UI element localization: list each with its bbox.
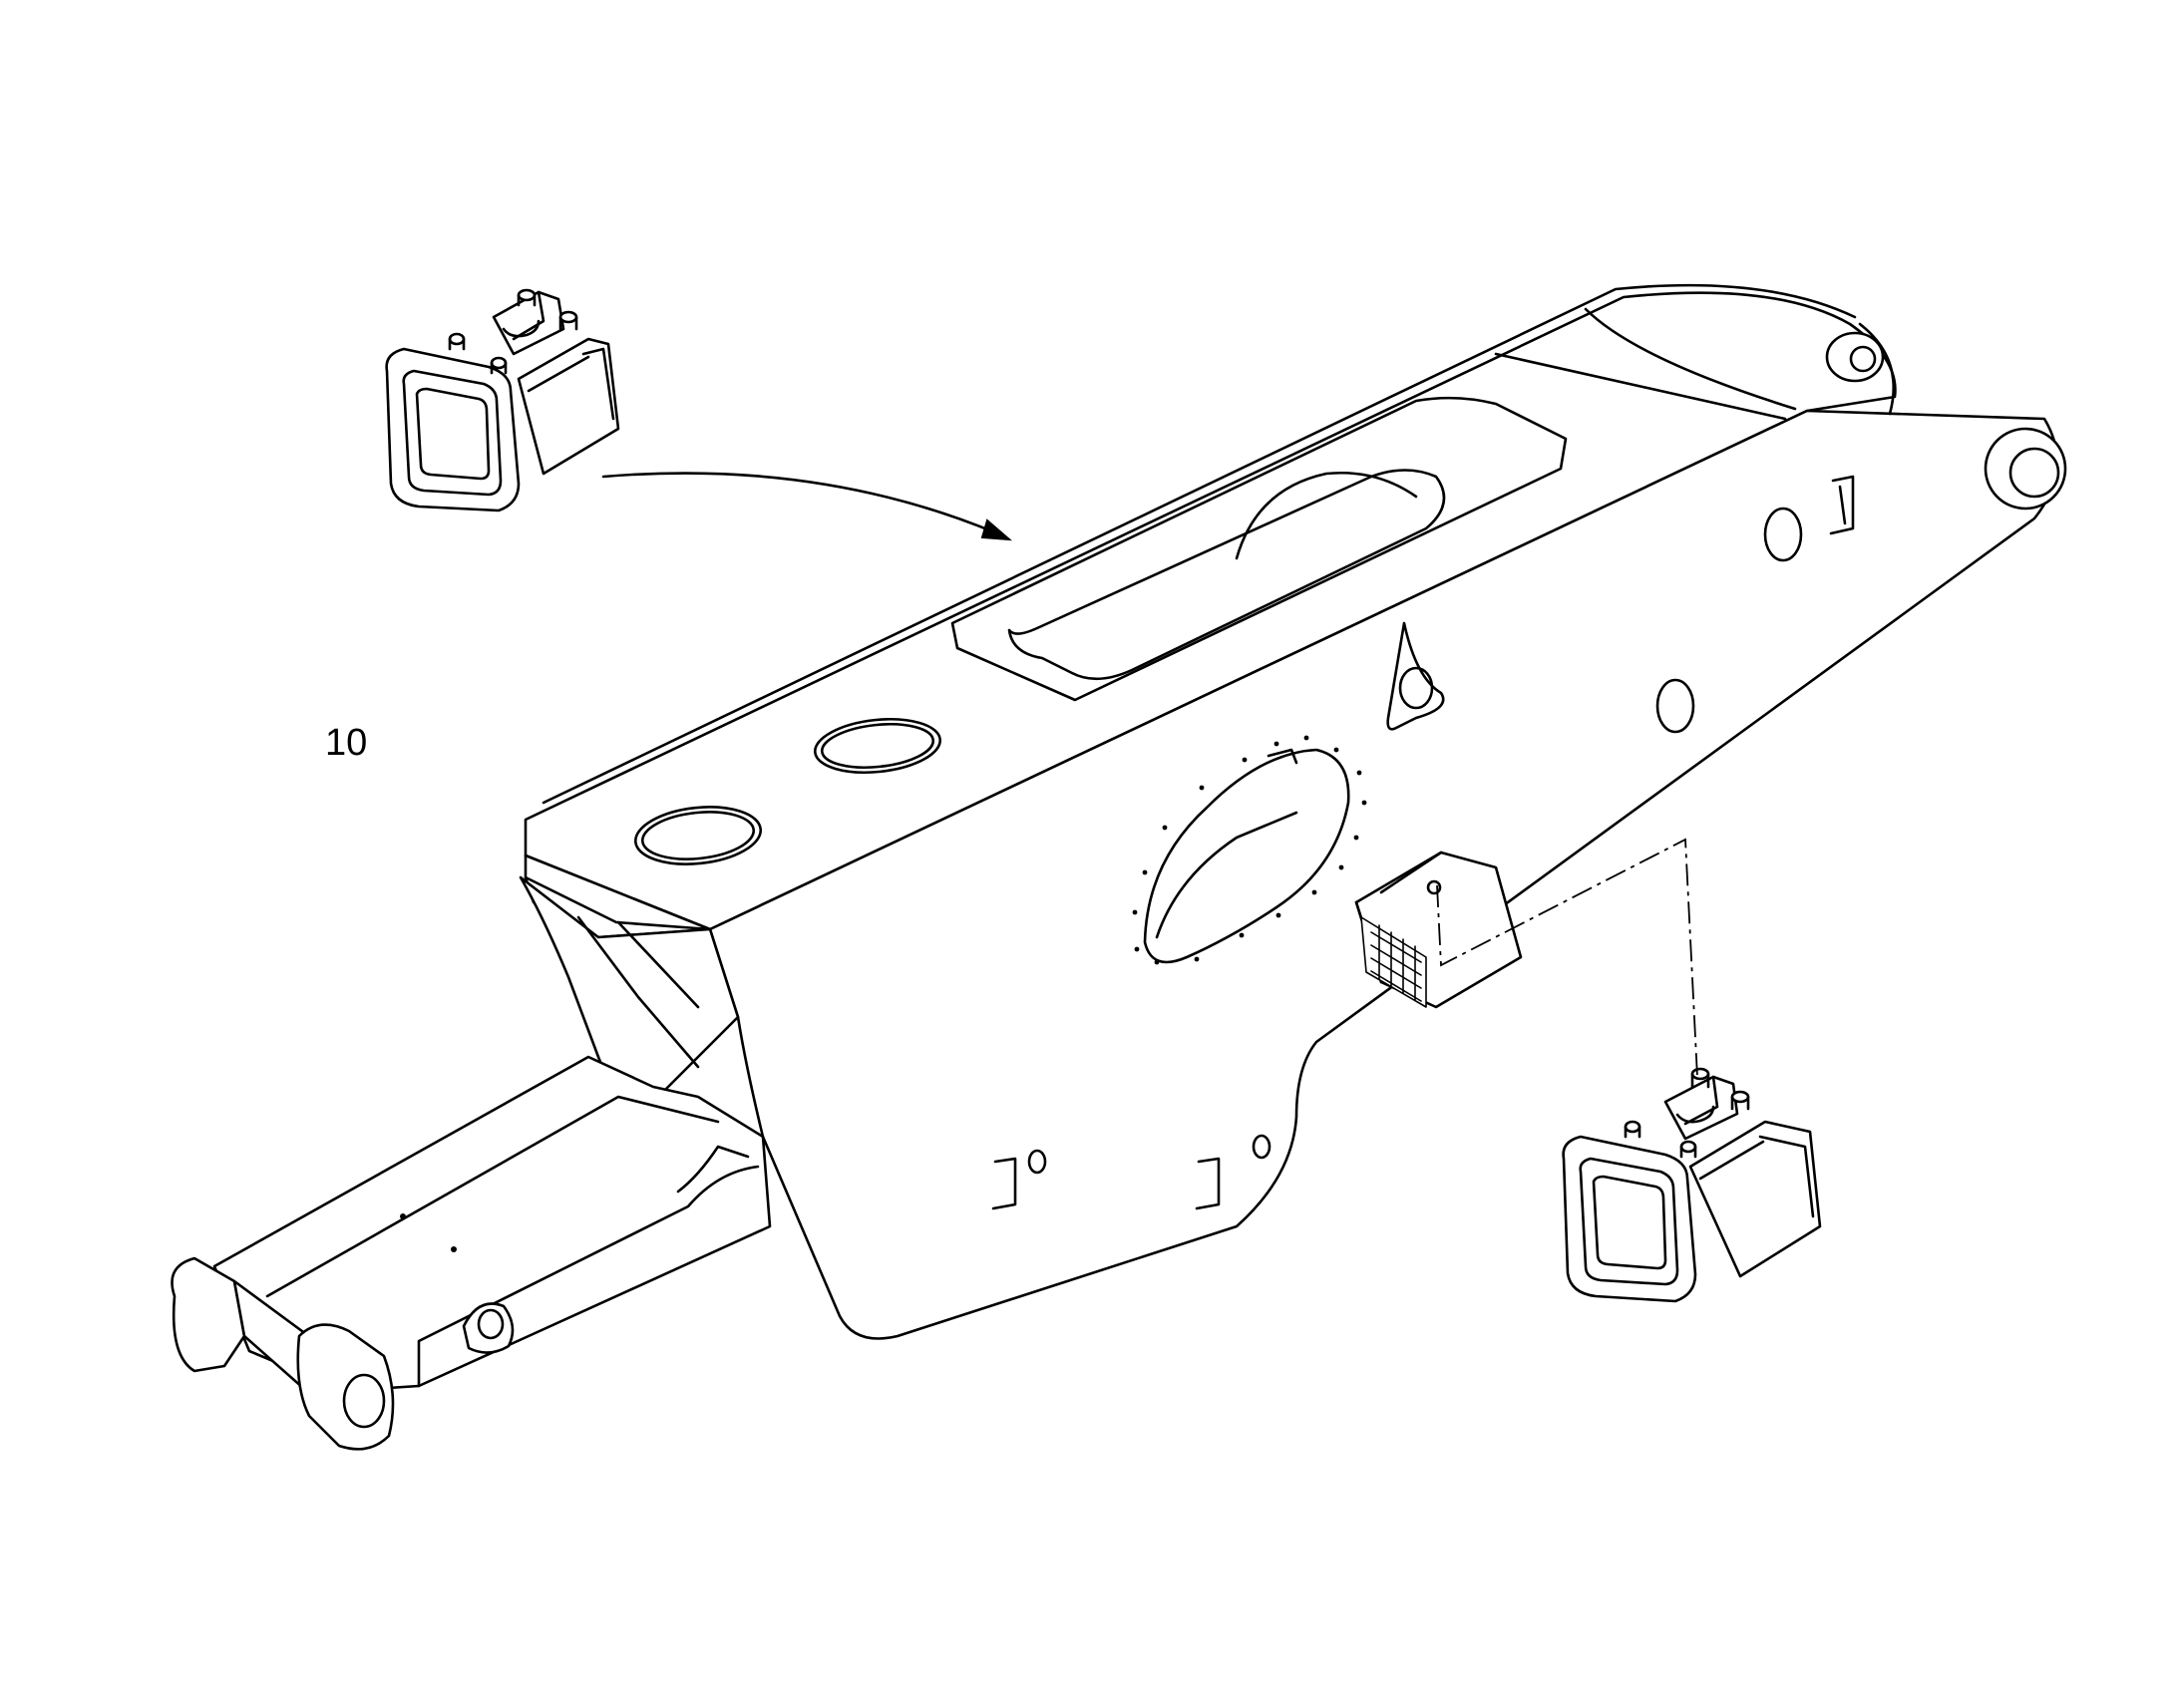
- bolt-holes: [1132, 735, 1367, 965]
- callout-label: 10: [325, 722, 368, 764]
- lower-pin-joint: [171, 1213, 515, 1451]
- boom-arm: [171, 283, 2067, 1451]
- work-light-upper: [385, 288, 620, 512]
- leader-arrow: [601, 472, 1012, 541]
- work-light-lower: [1562, 1067, 1822, 1303]
- grille: [1360, 916, 1427, 1008]
- dash-dot-assembly-line: [1436, 838, 1698, 1078]
